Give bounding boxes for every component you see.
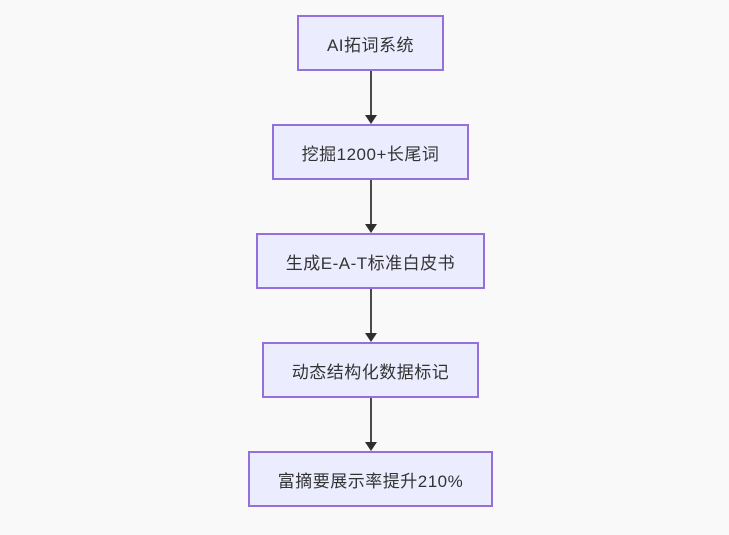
flow-node-3-label: 生成E-A-T标准白皮书 <box>285 253 456 273</box>
arrow-down-icon <box>364 333 377 342</box>
arrow-line <box>369 289 372 334</box>
flowchart-column: AI拓词系统 挖掘1200+长尾词 生成E-A-T标准白皮书 动态结构化数据标记 <box>6 15 729 507</box>
flow-node-1-label: AI拓词系统 <box>326 35 415 55</box>
flow-node-5-label: 富摘要展示率提升210% <box>277 471 464 491</box>
arrow-line <box>369 180 372 225</box>
flow-arrow-2 <box>364 180 377 233</box>
arrow-down-icon <box>364 224 377 233</box>
flow-arrow-3 <box>364 289 377 342</box>
flow-node-2: 挖掘1200+长尾词 <box>271 124 470 180</box>
flow-node-5: 富摘要展示率提升210% <box>247 451 494 507</box>
flow-node-4-label: 动态结构化数据标记 <box>291 362 450 382</box>
arrow-line <box>369 398 372 443</box>
flow-arrow-4 <box>364 398 377 451</box>
flow-node-3: 生成E-A-T标准白皮书 <box>255 233 486 289</box>
flow-node-2-label: 挖掘1200+长尾词 <box>301 144 440 164</box>
arrow-down-icon <box>364 115 377 124</box>
arrow-line <box>369 71 372 116</box>
flow-node-1: AI拓词系统 <box>296 15 445 71</box>
flow-node-4: 动态结构化数据标记 <box>261 342 480 398</box>
arrow-down-icon <box>364 442 377 451</box>
flow-arrow-1 <box>364 71 377 124</box>
